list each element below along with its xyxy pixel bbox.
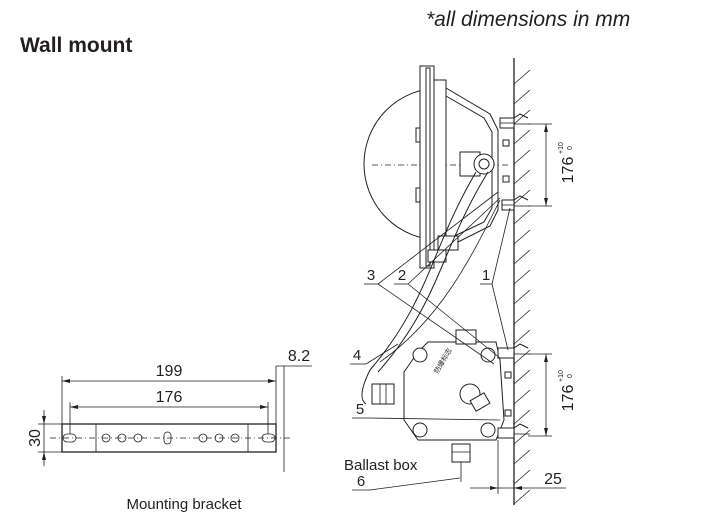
units-note: *all dimensions in mm bbox=[426, 8, 630, 31]
wall-offset: 25 bbox=[544, 471, 562, 488]
wall-hatch-line bbox=[513, 469, 531, 485]
wall-hatch-line bbox=[513, 69, 531, 85]
upper-tolerance-zero: 0 bbox=[567, 146, 574, 150]
wall-hatch-line bbox=[513, 289, 531, 305]
wall-hatch-line bbox=[513, 149, 531, 165]
bracket-overall-length: 199 bbox=[156, 363, 183, 380]
wall-hatch-line bbox=[513, 269, 531, 285]
callout-1: 1 bbox=[482, 267, 490, 284]
ballast-box-label: Ballast box bbox=[344, 457, 418, 474]
callout-5: 5 bbox=[356, 401, 364, 418]
wall-hatch-line bbox=[513, 349, 531, 365]
upper-tolerance-plus: +10 bbox=[558, 142, 565, 154]
lower-tolerance-zero: 0 bbox=[567, 374, 574, 378]
wall-hatch-line bbox=[513, 429, 531, 445]
callout-2: 2 bbox=[398, 267, 406, 284]
luminaire bbox=[363, 65, 530, 269]
bracket-hole-spacing: 176 bbox=[156, 389, 183, 406]
callout-6: 6 bbox=[357, 473, 365, 490]
wall-hatch-line bbox=[513, 389, 531, 405]
wall-hatch-line bbox=[513, 129, 531, 145]
glass-globe bbox=[363, 87, 441, 241]
wall-hatch-line bbox=[513, 249, 531, 265]
bracket-hole bbox=[198, 433, 208, 443]
bracket-caption: Mounting bracket bbox=[126, 496, 242, 513]
bracket-height: 30 bbox=[27, 429, 44, 447]
bracket-thickness: 8.2 bbox=[288, 348, 310, 365]
wall-hatch-line bbox=[513, 229, 531, 245]
bracket-hole bbox=[214, 433, 224, 443]
ballast-box: 防爆标志 bbox=[371, 329, 530, 482]
wall-hatch-line bbox=[513, 309, 531, 325]
callout-3: 3 bbox=[367, 267, 375, 284]
upper-bracket-spacing: 176 bbox=[560, 157, 577, 184]
bracket-hole bbox=[117, 433, 127, 443]
mounting-bracket: 199 176 30 8.2 Mounting bracket bbox=[27, 348, 312, 513]
lower-bracket-spacing: 176 bbox=[560, 385, 577, 412]
bracket-hole bbox=[101, 433, 111, 443]
wall-hatch-line bbox=[513, 489, 531, 505]
wall-hatch-line bbox=[513, 169, 531, 185]
bracket-hole bbox=[230, 433, 240, 443]
bracket-hole bbox=[133, 433, 143, 443]
wall bbox=[513, 58, 531, 505]
wall-hatch-line bbox=[513, 329, 531, 345]
wall-hatch-line bbox=[513, 109, 531, 125]
wall-hatch-line bbox=[513, 369, 531, 385]
lower-tolerance-plus: +10 bbox=[558, 370, 565, 382]
page-title: Wall mount bbox=[20, 34, 132, 57]
wall-hatch-line bbox=[513, 449, 531, 465]
wall-hatch-line bbox=[513, 209, 531, 225]
callout-4: 4 bbox=[353, 347, 361, 364]
wall-hatch-line bbox=[513, 409, 531, 425]
wall-hatch-line bbox=[513, 89, 531, 105]
